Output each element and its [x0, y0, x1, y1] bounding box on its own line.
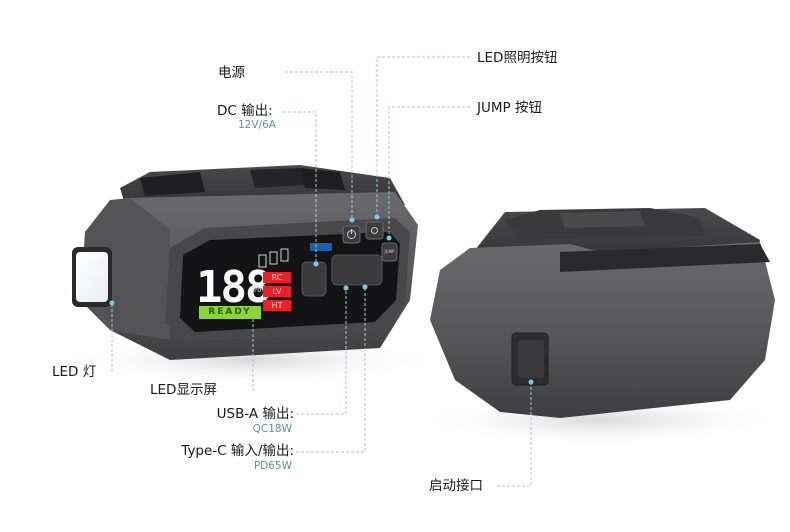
status-badge-lv: LV	[263, 286, 291, 297]
callout-type-c-io: Type-C 输入/输出:	[181, 443, 294, 459]
callout-usb-a-output-spec: QC18W	[252, 423, 292, 435]
callout-led-light-button: LED照明按钮	[477, 50, 558, 66]
ready-indicator: READY	[199, 306, 261, 319]
callout-power: 电源	[218, 65, 245, 81]
status-badge-rc: RC	[263, 272, 291, 283]
callout-dc-output: DC 输出:	[217, 103, 273, 119]
callout-led-lamp: LED 灯	[52, 364, 97, 380]
status-badge-ht: HT	[263, 300, 291, 311]
jump-button: JUMP	[384, 249, 395, 254]
callout-usb-a-output: USB-A 输出:	[216, 406, 294, 422]
callout-dc-output-spec: 12V/6A	[238, 119, 276, 131]
leader-lines	[111, 56, 532, 487]
callout-jump-button: JUMP 按钮	[477, 100, 542, 116]
callout-led-display: LED显示屏	[150, 382, 217, 398]
display-percent-sign: %	[252, 284, 262, 295]
rear-device	[430, 208, 775, 418]
callout-jump-port: 启动接口	[429, 478, 483, 494]
display-digits: 188	[196, 262, 271, 313]
callout-type-c-io-spec: PD65W	[253, 460, 292, 472]
